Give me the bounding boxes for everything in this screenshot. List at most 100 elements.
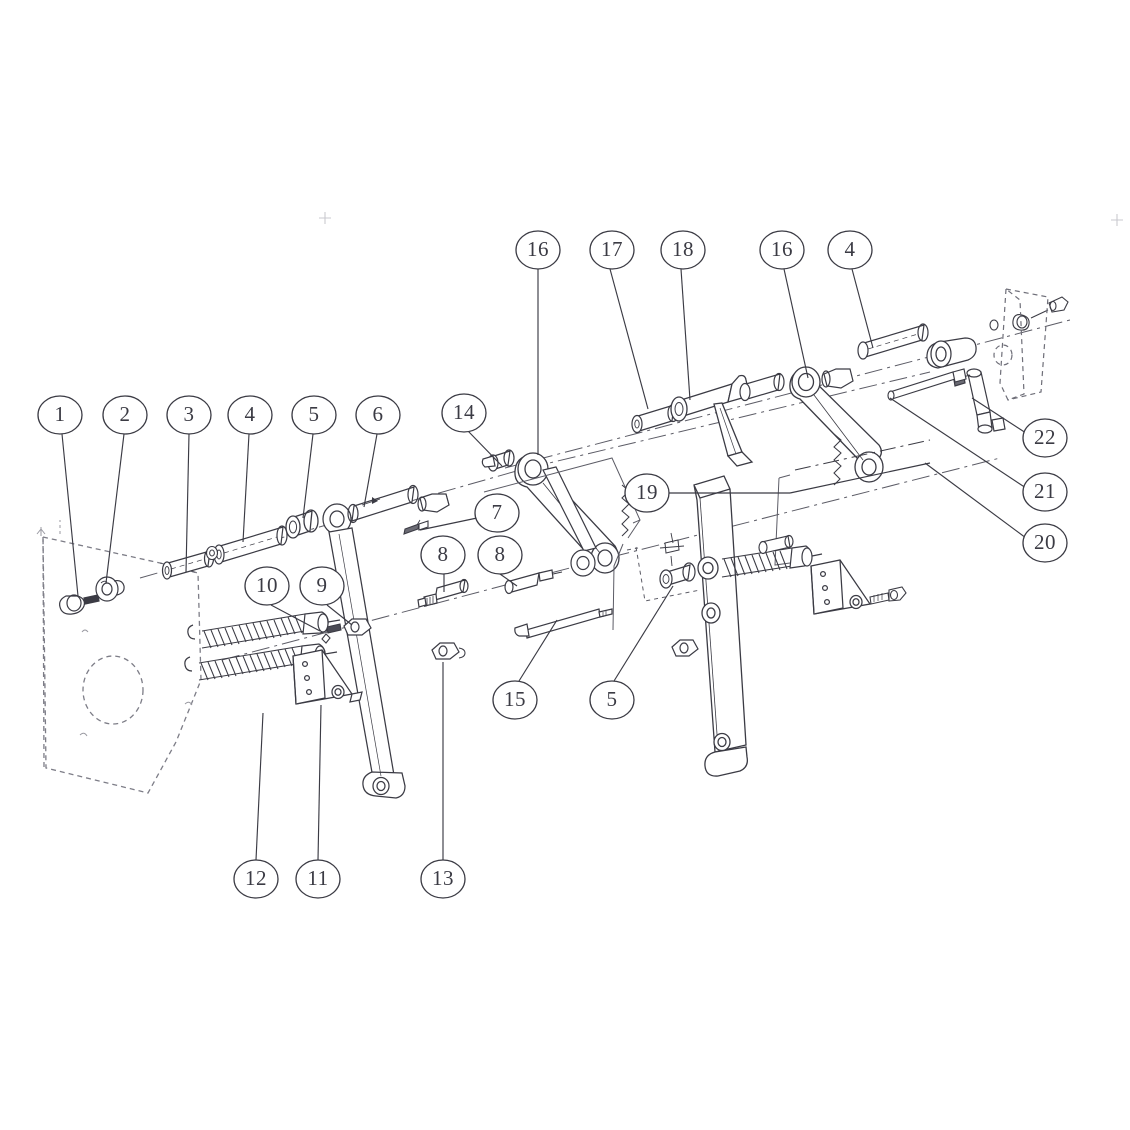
part-2-collar xyxy=(95,576,125,602)
part-right-bracket-bolt xyxy=(869,586,907,605)
callout-circle xyxy=(166,395,212,435)
part-small-hardware-upper-right xyxy=(989,296,1069,331)
left-plate-inner-marks xyxy=(36,520,193,737)
callout-label: 20 xyxy=(1034,530,1056,554)
part-upper-right-tube xyxy=(926,337,977,369)
callout-label: 5 xyxy=(607,687,618,711)
part-hex-collar-upper xyxy=(821,368,854,389)
callout-circle xyxy=(227,395,273,435)
part-20-frame-edge xyxy=(789,439,931,494)
callout-label: 22 xyxy=(1034,425,1056,449)
leader-line-5 xyxy=(613,585,674,682)
callout-bubble-5[interactable]: 5 xyxy=(589,680,635,720)
callout-bubble-8[interactable]: 8 xyxy=(477,535,523,575)
part-17-spacer-tube-right xyxy=(739,372,785,402)
leader-line-12 xyxy=(255,712,264,861)
callout-bubble-14[interactable]: 14 xyxy=(441,393,487,433)
callout-bubble-5[interactable]: 5 xyxy=(291,395,337,435)
callout-bubble-12[interactable]: 12 xyxy=(233,859,279,899)
leader-line-15 xyxy=(518,619,558,682)
leader-line-2 xyxy=(105,433,125,584)
leader-line-21 xyxy=(889,397,1027,489)
callout-bubble-11[interactable]: 11 xyxy=(295,859,341,899)
part-6-pivot-arm xyxy=(322,503,406,799)
callout-label: 8 xyxy=(495,542,506,566)
callout-label: 11 xyxy=(307,866,328,890)
part-grease-fitting-mast xyxy=(659,532,685,567)
callout-bubble-8[interactable]: 8 xyxy=(420,535,466,575)
callout-bubble-16[interactable]: 16 xyxy=(515,230,561,270)
part-15-long-bolt xyxy=(514,608,613,639)
callout-circle xyxy=(759,230,805,270)
callout-circle xyxy=(295,859,341,899)
callout-bubble-2[interactable]: 2 xyxy=(102,395,148,435)
part-7-fitting xyxy=(403,519,429,535)
leader-line-11 xyxy=(317,704,322,861)
leader-line-18 xyxy=(680,268,691,401)
leader-line-5 xyxy=(302,433,314,519)
leader-line-3 xyxy=(185,433,190,573)
callout-bubble-7[interactable]: 7 xyxy=(474,493,520,533)
callout-circle xyxy=(299,566,345,606)
part-3-spacer-tube xyxy=(161,549,215,580)
part-right-spring xyxy=(721,545,823,578)
leader-line-16 xyxy=(783,268,809,379)
callout-bubble-13[interactable]: 13 xyxy=(420,859,466,899)
leader-line-17 xyxy=(609,268,649,410)
part-16-link-right xyxy=(789,366,884,483)
callout-bubble-20[interactable]: 20 xyxy=(1022,523,1068,563)
callout-bubble-1[interactable]: 1 xyxy=(37,395,83,435)
callout-label: 2 xyxy=(120,402,131,426)
part-9-hex-nut xyxy=(343,618,372,636)
part-6-top-tube xyxy=(347,484,419,524)
callout-bubble-4[interactable]: 4 xyxy=(227,395,273,435)
callout-label: 6 xyxy=(373,402,384,426)
part-21-long-rod xyxy=(887,368,967,401)
callout-circle xyxy=(1022,472,1068,512)
callout-label: 16 xyxy=(527,237,549,261)
callout-bubble-17[interactable]: 17 xyxy=(589,230,635,270)
right-mounting-bracket xyxy=(993,287,1049,401)
left-plate-edge-highlight xyxy=(159,562,199,574)
callout-bubble-18[interactable]: 18 xyxy=(660,230,706,270)
callout-label: 3 xyxy=(184,402,195,426)
callout-bubble-6[interactable]: 6 xyxy=(355,395,401,435)
part-4-spacer-tube-right xyxy=(857,323,929,360)
callout-circle xyxy=(589,680,635,720)
leader-line-4 xyxy=(242,433,250,543)
callout-label: 14 xyxy=(453,400,475,424)
callout-label: 17 xyxy=(601,237,623,261)
leader-line-7 xyxy=(419,517,478,531)
registration-marks xyxy=(319,212,1123,226)
callout-bubble-3[interactable]: 3 xyxy=(166,395,212,435)
callout-bubble-16[interactable]: 16 xyxy=(759,230,805,270)
leader-line-6 xyxy=(363,433,378,508)
callout-label: 15 xyxy=(504,687,526,711)
callout-leader-lines xyxy=(61,268,1027,861)
callout-label: 1 xyxy=(55,402,66,426)
leader-line-8 xyxy=(499,573,518,587)
callout-bubble-4[interactable]: 4 xyxy=(827,230,873,270)
callout-bubble-10[interactable]: 10 xyxy=(244,566,290,606)
callout-bubble-15[interactable]: 15 xyxy=(492,680,538,720)
callout-circle xyxy=(244,566,290,606)
callout-circle xyxy=(827,230,873,270)
callout-label: 4 xyxy=(845,237,856,261)
part-18-torque-tube xyxy=(670,374,754,467)
callout-label: 16 xyxy=(771,237,793,261)
callout-bubble-9[interactable]: 9 xyxy=(299,566,345,606)
callout-circle xyxy=(441,393,487,433)
callout-bubble-19[interactable]: 19 xyxy=(624,473,670,513)
part-16-link-inner xyxy=(542,466,597,577)
part-hex-nut-mast-base xyxy=(671,639,699,657)
part-5-bushing-right xyxy=(659,562,696,589)
part-8-bolt-a xyxy=(417,578,469,608)
callout-label: 8 xyxy=(438,542,449,566)
leader-line-4 xyxy=(851,268,874,349)
callout-bubble-22[interactable]: 22 xyxy=(1022,418,1068,458)
callout-circle xyxy=(515,230,561,270)
callout-label: 7 xyxy=(492,500,503,524)
callout-bubble-21[interactable]: 21 xyxy=(1022,472,1068,512)
callout-circle xyxy=(589,230,635,270)
